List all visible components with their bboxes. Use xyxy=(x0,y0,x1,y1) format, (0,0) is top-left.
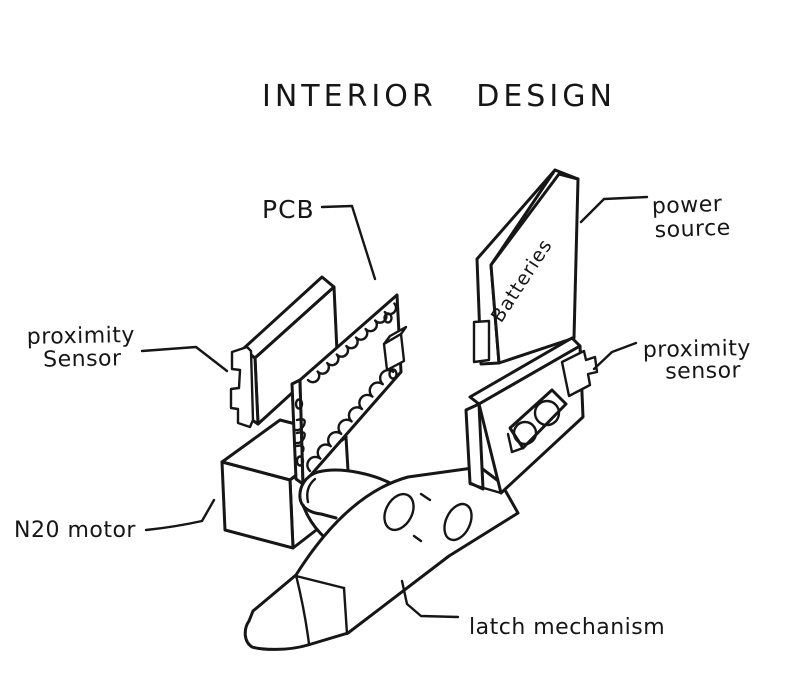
latch-sketch xyxy=(243,465,520,651)
power-source-label-line1: power xyxy=(651,192,723,219)
proximity-right-label: proximity sensor xyxy=(643,336,752,384)
right-sensor-mount-post xyxy=(472,319,491,364)
pcb-leader-line xyxy=(320,204,377,281)
latch-label: latch mechanism xyxy=(469,615,665,640)
gearbox-end-cap xyxy=(298,470,323,516)
latch-hash-marks xyxy=(412,492,432,543)
right-sensor-notched-tab xyxy=(560,349,599,398)
proximity-left-leader-line xyxy=(140,345,229,373)
gearbox-cap-inner-line xyxy=(306,477,317,504)
pcb-chip-front xyxy=(382,332,406,372)
latch-hole-right xyxy=(443,502,473,542)
left-sensor-notched-plate xyxy=(229,345,255,429)
power-source-label-line2: source xyxy=(654,216,731,244)
power-source-leader-line xyxy=(579,195,649,224)
ink-layer: Batteries xyxy=(14,79,752,651)
pcb-hole-left-upper xyxy=(294,398,304,410)
sensor-lens-left xyxy=(512,420,538,446)
page-title: INTERIOR DESIGN xyxy=(262,79,616,114)
latch-nose-crease-right xyxy=(342,586,349,636)
pcb-bottom-castellation xyxy=(306,368,395,473)
proximity-left-label-line2: Sensor xyxy=(43,346,122,372)
latch-nose-crease-left xyxy=(294,573,311,646)
pcb-sketch xyxy=(290,293,408,486)
pcb-hole-right xyxy=(388,368,398,380)
proximity-left-label-line1: proximity xyxy=(27,323,136,350)
motor-front-face xyxy=(220,460,295,550)
latch-hole-left xyxy=(383,492,415,532)
pcb-board-face xyxy=(298,293,403,486)
gearbox-bottom-edge xyxy=(319,512,338,520)
proximity-left-label: proximity Sensor xyxy=(27,323,136,373)
latch-leader-line xyxy=(400,579,460,619)
power-source-label: power source xyxy=(651,192,731,244)
right-sensor-bottom-edge xyxy=(468,482,503,495)
pcb-hole-top xyxy=(383,312,393,324)
left-sensor-assembly-sketch xyxy=(229,275,339,429)
proximity-right-label-line2: sensor xyxy=(665,358,742,384)
pcb-hole-left-lower xyxy=(295,455,305,467)
right-sensor-assembly-sketch xyxy=(464,319,599,495)
sensor-window-side xyxy=(506,432,525,454)
sensor-lens-right xyxy=(533,399,561,427)
motor-label: N20 motor xyxy=(14,518,136,543)
proximity-right-label-line1: proximity xyxy=(643,336,752,363)
pcb-label: PCB xyxy=(262,195,315,224)
pcb-connector-squiggle xyxy=(293,417,306,453)
battery-top-edge xyxy=(553,168,580,181)
right-sensor-side-face xyxy=(464,402,485,491)
motor-leader-line xyxy=(144,498,216,532)
gearbox-top-edge xyxy=(316,468,396,487)
latch-nose-top-edge xyxy=(294,574,346,590)
proximity-right-leader-line xyxy=(592,341,638,371)
